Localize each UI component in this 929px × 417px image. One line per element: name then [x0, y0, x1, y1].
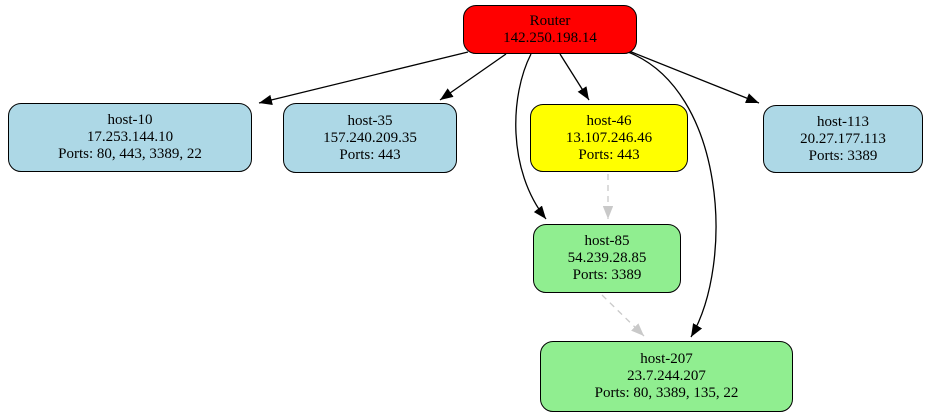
node-host-35: host-35 157.240.209.35 Ports: 443 — [283, 103, 457, 173]
node-label: host-46 — [586, 112, 632, 129]
edge-router-to-host-35 — [439, 53, 507, 101]
node-label: Router — [529, 12, 571, 29]
node-label: host-35 — [347, 112, 393, 129]
node-label: host-113 — [817, 113, 869, 130]
node-ports: Ports: 3389 — [572, 267, 642, 283]
node-host-85: host-85 54.239.28.85 Ports: 3389 — [533, 224, 681, 293]
node-ports: Ports: 443 — [339, 146, 401, 163]
node-ports: Ports: 3389 — [808, 147, 878, 164]
node-router: Router 142.250.198.14 — [463, 5, 637, 54]
node-host-207: host-207 23.7.244.207 Ports: 80, 3389, 1… — [540, 341, 793, 412]
node-ip: 23.7.244.207 — [627, 368, 706, 384]
node-host-113: host-113 20.27.177.113 Ports: 3389 — [763, 105, 923, 173]
node-ip: 17.253.144.10 — [86, 129, 174, 145]
node-label: host-207 — [640, 351, 693, 367]
edge-host-85-to-host-207-dashed — [601, 294, 645, 337]
node-label: host-85 — [584, 233, 630, 249]
node-ip: 142.250.198.14 — [503, 29, 597, 46]
node-ip: 157.240.209.35 — [323, 129, 417, 146]
edge-router-to-host-10 — [258, 51, 469, 105]
node-ip: 54.239.28.85 — [567, 250, 647, 266]
node-label: host-10 — [107, 112, 153, 128]
edge-router-to-host-207 — [627, 51, 717, 338]
node-ports: Ports: 80, 443, 3389, 22 — [58, 146, 202, 162]
edge-router-to-host-46 — [559, 53, 590, 101]
node-ports: Ports: 443 — [578, 146, 640, 163]
edge-router-to-host-113 — [628, 50, 760, 104]
node-ports: Ports: 80, 3389, 135, 22 — [594, 385, 739, 401]
node-host-46: host-46 13.107.246.46 Ports: 443 — [530, 104, 688, 172]
edge-router-to-host-85 — [515, 53, 547, 220]
node-host-10: host-10 17.253.144.10 Ports: 80, 443, 33… — [8, 103, 252, 172]
node-ip: 20.27.177.113 — [800, 130, 886, 147]
node-ip: 13.107.246.46 — [565, 129, 653, 146]
